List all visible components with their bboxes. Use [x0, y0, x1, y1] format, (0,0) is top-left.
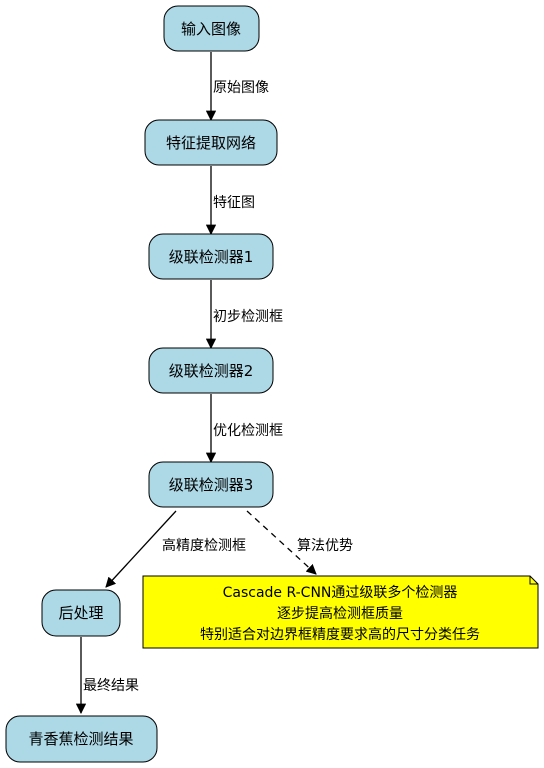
edge-det3-to-note: [246, 510, 317, 575]
edge-label-precise-boxes: 高精度检测框: [162, 537, 246, 554]
node-det2-label: 级联检测器2: [169, 362, 254, 380]
edge-label-raw-image: 原始图像: [213, 80, 269, 96]
node-det3: 级联检测器3: [148, 461, 274, 508]
edge-label-initial-boxes: 初步检测框: [213, 308, 283, 325]
node-det2: 级联检测器2: [148, 347, 274, 394]
note-line-3: 特别适合对边界框精度要求高的尺寸分类任务: [200, 626, 480, 643]
node-det1: 级联检测器1: [148, 233, 274, 280]
node-input-label: 输入图像: [181, 20, 241, 38]
node-result-label: 青香蕉检测结果: [28, 730, 133, 748]
edge-label-optimized-boxes: 优化检测框: [213, 423, 283, 439]
node-det3-label: 级联检测器3: [169, 476, 254, 494]
edge-det3-to-post: [105, 510, 177, 588]
edge-label-feature-map: 特征图: [213, 195, 255, 211]
node-feature-net-label: 特征提取网络: [166, 134, 256, 152]
node-input: 输入图像: [163, 5, 260, 52]
edge-label-final-result: 最终结果: [83, 678, 139, 694]
node-det1-label: 级联检测器1: [169, 248, 254, 266]
edge-label-algo-advantage: 算法优势: [297, 538, 353, 554]
note-line-1: Cascade R-CNN通过级联多个检测器: [223, 584, 458, 601]
node-feature-net: 特征提取网络: [144, 119, 278, 166]
node-post: 后处理: [41, 589, 121, 637]
node-post-label: 后处理: [58, 604, 103, 622]
note-box: Cascade R-CNN通过级联多个检测器 逐步提高检测框质量 特别适合对边界…: [142, 575, 539, 649]
node-result: 青香蕉检测结果: [5, 715, 158, 763]
note-line-2: 逐步提高检测框质量: [277, 605, 403, 622]
